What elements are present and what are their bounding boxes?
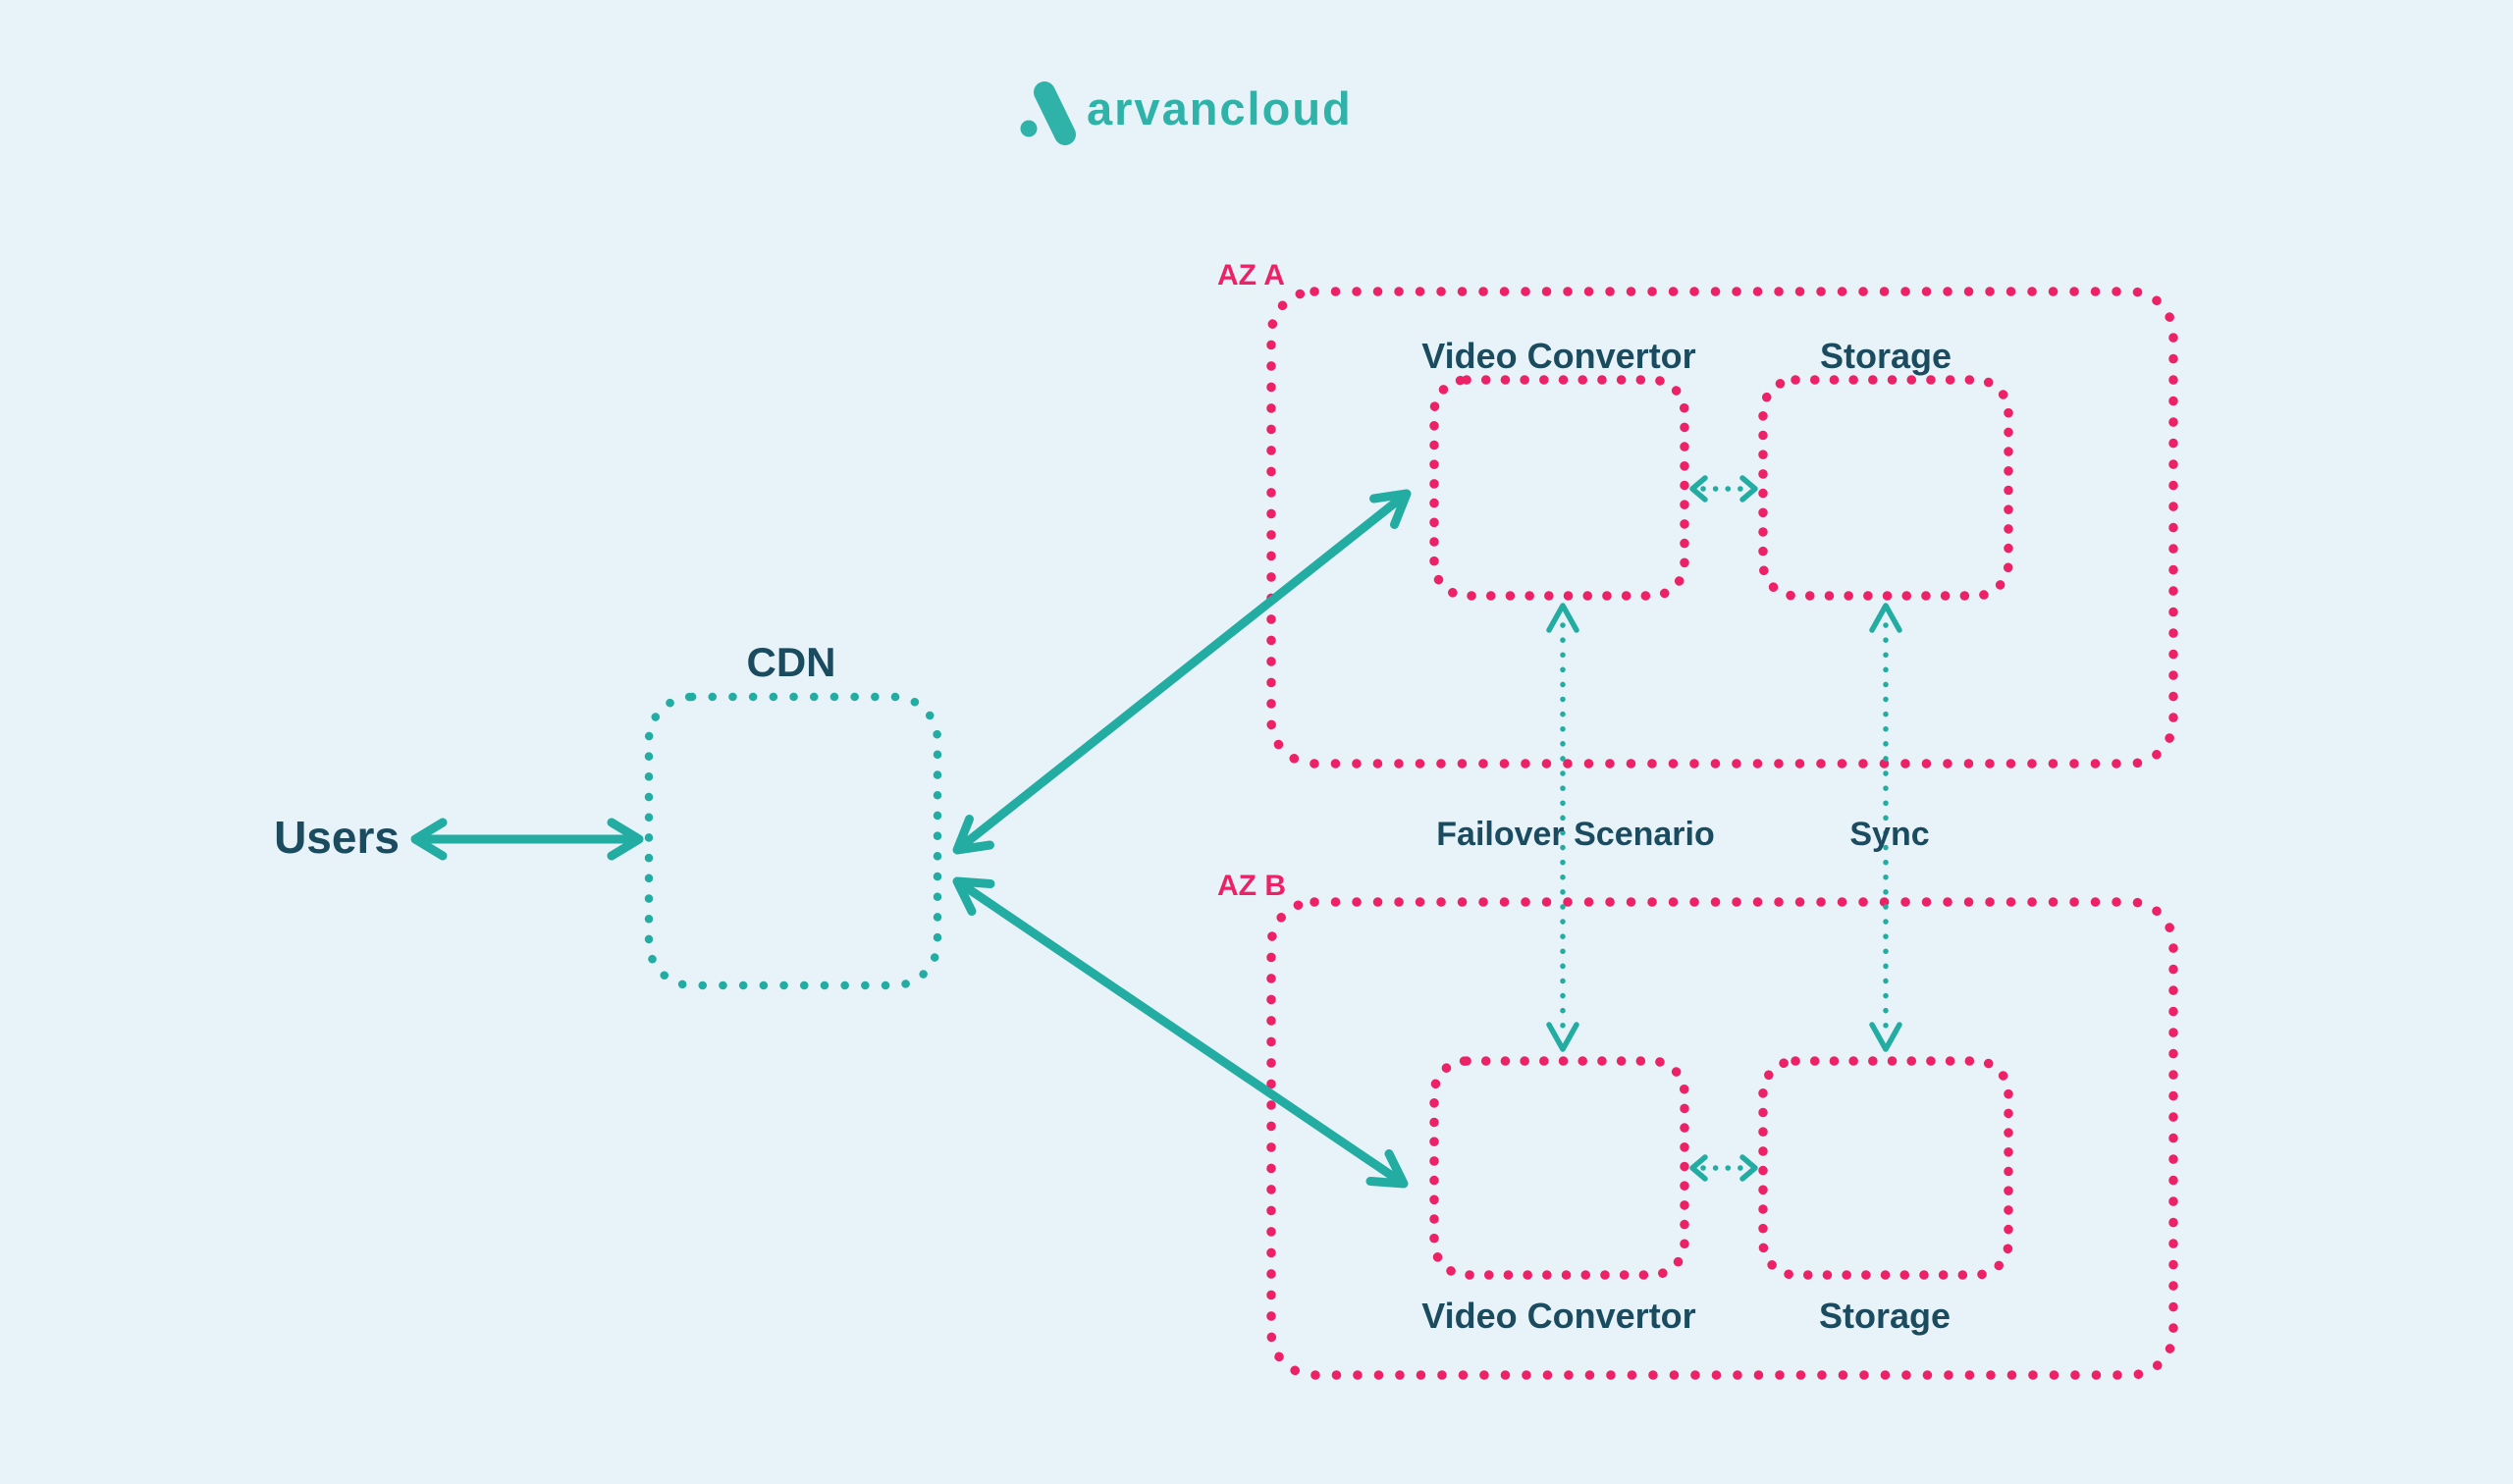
sync-link-arrow [1869,603,1902,1052]
az-b-vc-storage-arrowhead-left-icon [1689,1154,1708,1182]
cdn-az-a-arrow [952,489,1412,855]
cdn-az-a-arrowhead-top-icon [1369,489,1412,529]
failover-arrowhead-down-icon [1546,1022,1579,1052]
cdn-box [644,692,942,990]
cdn-az-a-arrowhead-bottom-icon [952,815,994,855]
cdn-az-b-arrowhead-bottom-icon [1365,1149,1409,1189]
failover-arrowhead-up-icon [1546,603,1579,633]
az-a-vc-storage-arrow [1689,475,1758,503]
az-a-container-box [1266,287,2178,768]
sync-label: Sync [1849,816,1929,853]
logo-dot-icon [1020,120,1038,137]
brand-name: arvancloud [1087,82,1353,134]
cdn-az-b-arrow [952,876,1409,1189]
sync-arrowhead-up-icon [1869,603,1902,633]
az-b-video-convertor-box [1429,1056,1689,1280]
cdn-label: CDN [747,639,836,685]
az-a-vc-storage-arrowhead-right-icon [1739,475,1758,503]
logo-mark-icon [1034,81,1076,145]
az-a-storage-label: Storage [1820,336,1952,376]
az-b-container-box [1266,897,2178,1380]
az-b-storage-box [1758,1056,2013,1280]
cdn-az-b-arrowhead-top-icon [952,876,995,916]
az-b-video-convertor-label: Video Convertor [1421,1296,1695,1336]
cdn-az-b-arrow-shaft [961,882,1400,1183]
users-cdn-arrowhead-left-icon [410,818,448,861]
arvancloud-logo: arvancloud [1020,81,1353,145]
az-b-vc-storage-arrow [1689,1154,1758,1182]
az-b-storage-label: Storage [1819,1296,1951,1336]
failover-label: Failover Scenario [1436,816,1714,853]
failover-link-arrow [1546,603,1579,1052]
az-b-label: AZ B [1217,870,1286,902]
az-a-label: AZ A [1217,259,1285,292]
cdn-az-a-arrow-shaft [962,496,1403,847]
az-a-video-convertor-label: Video Convertor [1421,336,1695,376]
az-a-storage-box [1758,375,2013,601]
users-cdn-arrow [410,818,644,861]
users-cdn-arrowhead-right-icon [607,818,644,861]
az-b-vc-storage-arrowhead-right-icon [1739,1154,1758,1182]
sync-arrowhead-down-icon [1869,1022,1902,1052]
users-label: Users [274,812,400,863]
az-a-video-convertor-box [1429,375,1689,601]
az-a-vc-storage-arrowhead-left-icon [1689,475,1708,503]
